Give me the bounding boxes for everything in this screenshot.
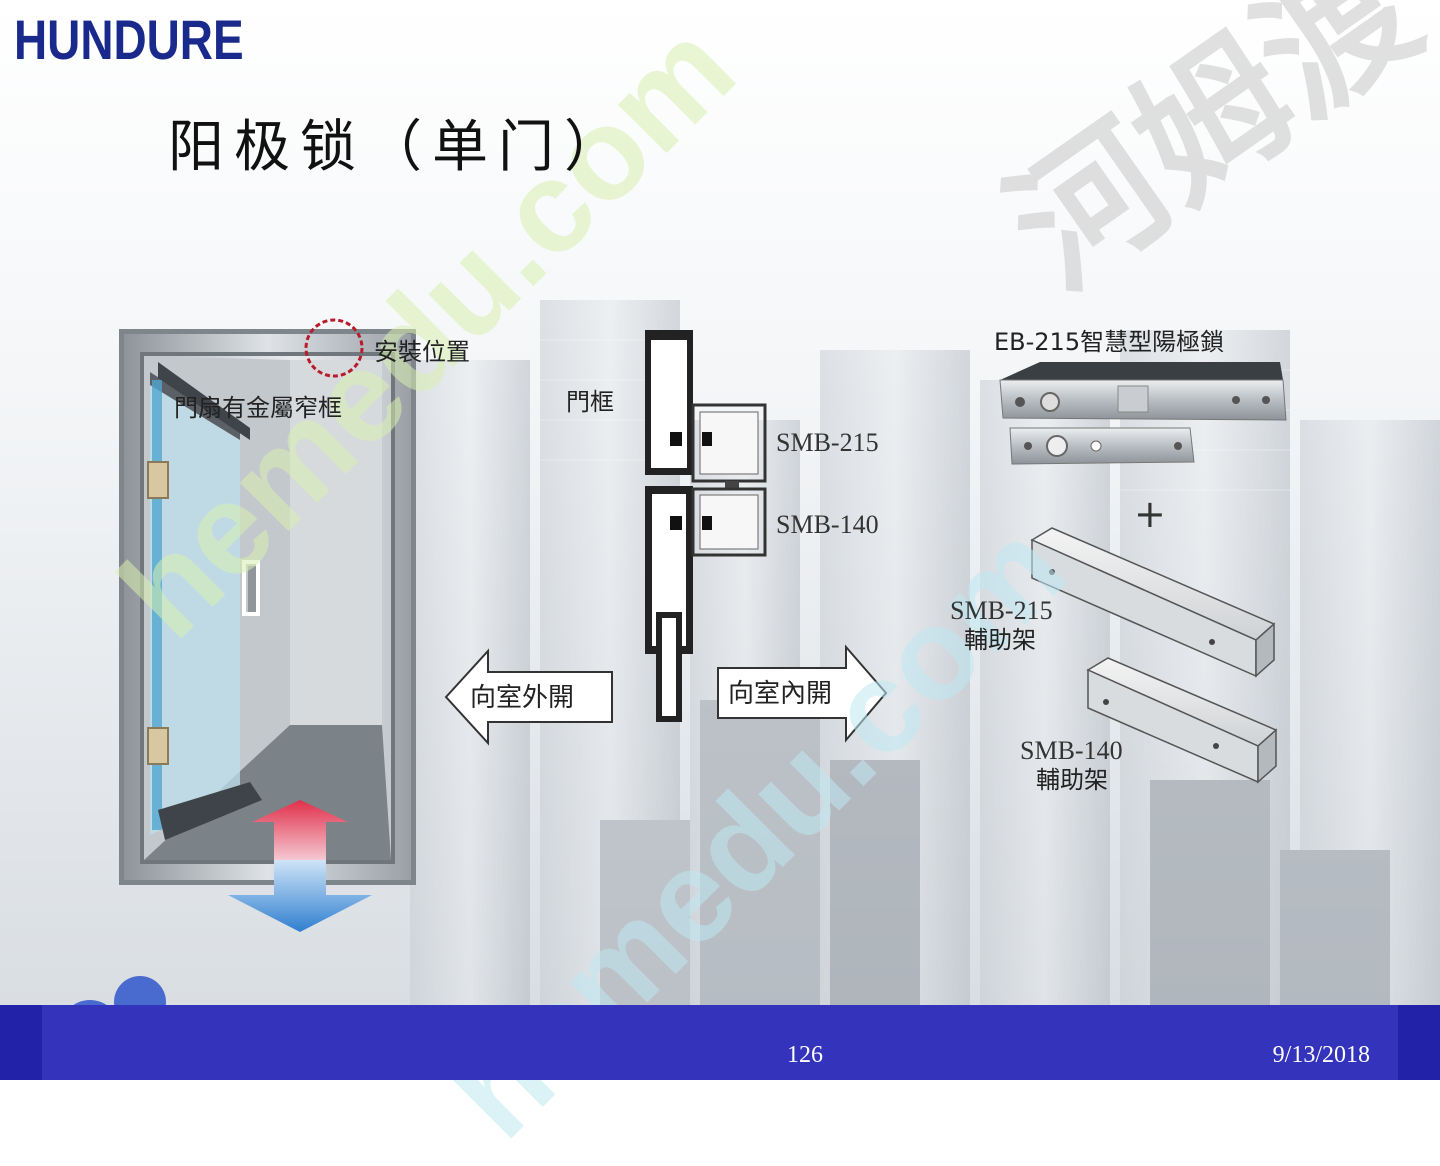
section-smb215-label: SMB-215: [776, 428, 879, 457]
section-frame-label: 門框: [566, 388, 614, 416]
lock-parts-illustration: [999, 362, 1287, 784]
footer-left-accent: [0, 1005, 42, 1080]
page-title: 阳极锁（单门）: [168, 115, 630, 180]
slide-date: 9/13/2018: [1272, 1042, 1370, 1068]
smb215-bracket-label: SMB-215: [950, 596, 1053, 625]
page-number: 126: [787, 1042, 823, 1068]
door-illustration: [119, 318, 416, 885]
frame-section-diagram: [444, 330, 888, 746]
hundure-logo: HUNDURE: [14, 8, 244, 71]
plus-sign: +: [1134, 492, 1166, 536]
open-inward-label: 向室內開: [728, 679, 833, 709]
section-smb140-label: SMB-140: [776, 510, 879, 539]
door-frame-label: 門扇有金屬窄框: [174, 394, 342, 422]
product-title-label: EB-215智慧型陽極鎖: [994, 328, 1225, 356]
footer-bar: [0, 1005, 1440, 1080]
slide-background: [0, 0, 1440, 1080]
smb140-bracket-name: 輔助架: [1036, 766, 1108, 794]
footer-right-accent: [1398, 1005, 1440, 1080]
open-direction-arrows: [228, 800, 372, 932]
smb140-bracket-label: SMB-140: [1020, 736, 1123, 765]
open-outward-label: 向室外開: [470, 683, 575, 713]
smb215-bracket-name: 輔助架: [964, 626, 1036, 654]
install-position-label: 安裝位置: [374, 338, 470, 366]
